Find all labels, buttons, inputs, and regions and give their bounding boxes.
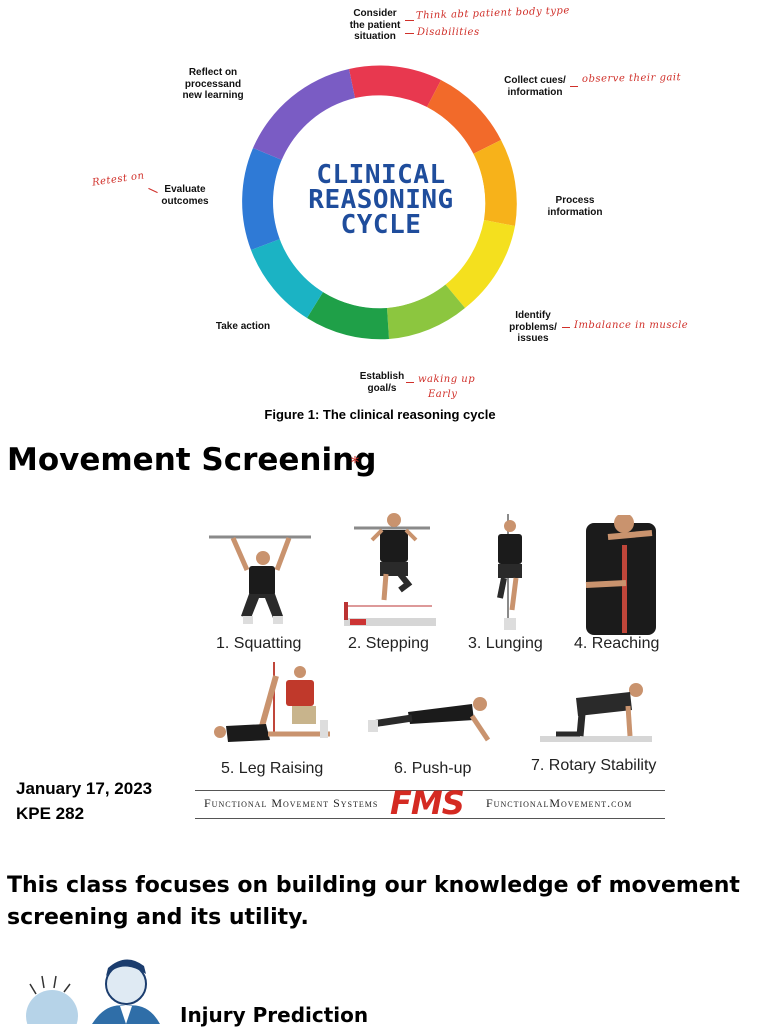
figure-caption: Figure 1: The clinical reasoning cycle (264, 407, 496, 422)
annotation-establish-2: Early (428, 389, 458, 400)
cycle-title-line: CYCLE (340, 210, 422, 240)
reaching-illustration (585, 515, 656, 635)
star-annotation: * (351, 453, 360, 472)
push-up-illustration (368, 697, 491, 742)
course-code: KPE 282 (16, 804, 85, 823)
cycle-title-line: CLINICAL (316, 160, 446, 190)
annotation-evaluate: Retest on (91, 170, 146, 189)
section-heading: Movement Screening (7, 442, 376, 478)
annotation-collect: observe their gait (581, 72, 682, 85)
lecture-date: January 17, 2023 (16, 779, 153, 798)
annotation-establish-1: waking up (418, 374, 476, 385)
annotation-dash (562, 327, 570, 328)
annotation-dash (405, 20, 414, 21)
heading-text: Movement Screening (7, 442, 377, 478)
injury-prediction-heading: Injury Prediction (180, 1003, 369, 1027)
annotation-dash (570, 86, 578, 87)
fms-footer-left: Functional Movement Systems (204, 796, 379, 810)
test-label-rotary-stability: 7. Rotary Stability (531, 757, 657, 774)
intro-paragraph: This class focuses on building our knowl… (7, 873, 740, 930)
test-label-lunging: 3. Lunging (468, 635, 543, 652)
rotary-stability-illustration (540, 683, 652, 742)
leg-raising-illustration (214, 662, 330, 742)
cycle-title-line: REASONING (308, 185, 454, 215)
test-label-leg-raising: 5. Leg Raising (221, 760, 324, 777)
cycle-ring (242, 65, 517, 340)
cycle-title: CLINICAL REASONING CYCLE (291, 160, 471, 240)
test-label-stepping: 2. Stepping (348, 635, 429, 652)
cartoon-man-illustration (26, 959, 160, 1024)
test-label-squatting: 1. Squatting (216, 635, 302, 652)
annotation-dash (406, 382, 414, 383)
annotation-consider-2: Disabilities (417, 27, 480, 38)
fms-logo: FMS (390, 784, 465, 822)
test-label-reaching: 4. Reaching (574, 635, 660, 652)
annotation-consider-1: Think abt patient body type (415, 5, 570, 22)
test-label-push-up: 6. Push-up (394, 760, 472, 777)
label-collect: Collect cues/information (504, 75, 566, 98)
stepping-illustration (344, 513, 436, 626)
fms-footer-right: FunctionalMovement.com (486, 796, 633, 810)
fms-rule-bottom (195, 818, 665, 819)
fms-rule-top (195, 790, 665, 791)
lunging-illustration (497, 514, 522, 630)
label-take-action: Take action (215, 321, 271, 332)
annotation-identify: Imbalance in muscle (574, 320, 689, 331)
squatting-illustration (209, 535, 311, 624)
annotation-dash (405, 33, 414, 34)
